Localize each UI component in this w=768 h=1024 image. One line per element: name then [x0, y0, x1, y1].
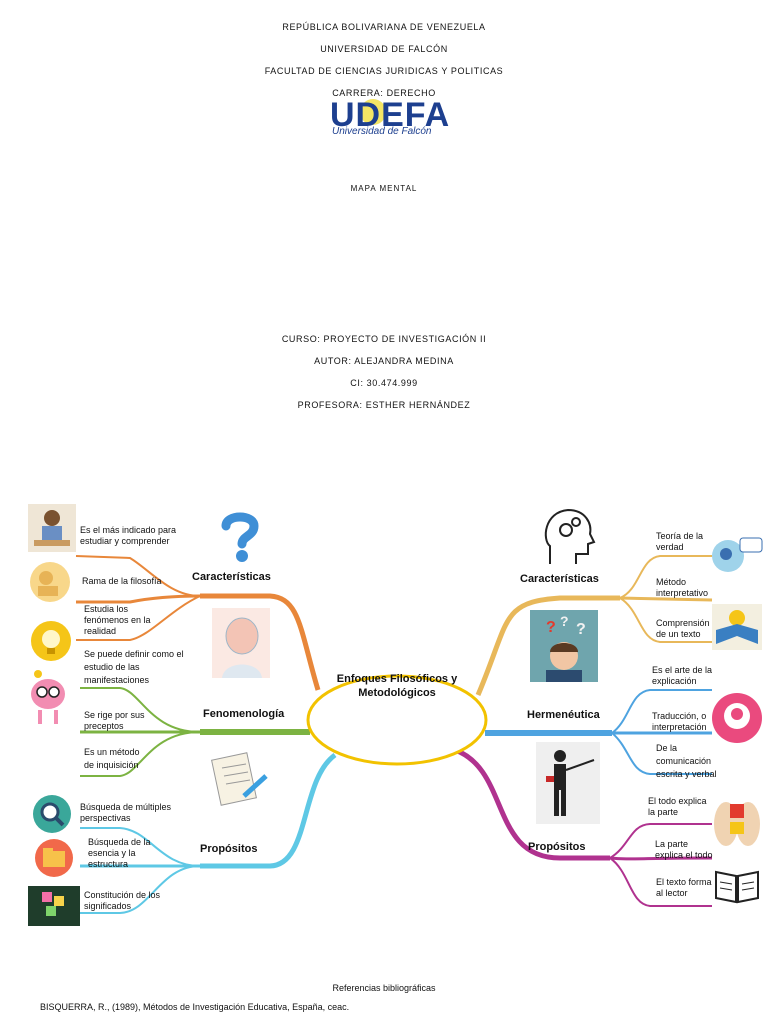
- magenta-main-branch: [454, 747, 610, 861]
- student-studying-icon: [28, 504, 76, 552]
- green-sub-1: [80, 687, 201, 733]
- references-title: Referencias bibliográficas: [332, 983, 436, 993]
- right-caract-item-1: Teoría de la verdad: [656, 531, 704, 552]
- left-fenomenologia-label: Fenomenología: [203, 708, 285, 720]
- thinking-head-icon: [212, 608, 270, 678]
- gold-main-branch: [475, 595, 620, 696]
- right-herm-item-1: Es el arte de la explicación: [652, 665, 713, 686]
- header-author: AUTOR: ALEJANDRA MEDINA: [314, 356, 454, 366]
- left-caract-item-3: Estudia los fenómenos en la realidad: [84, 604, 151, 636]
- orange-sub-main: [76, 594, 201, 604]
- right-caracteristicas-branches: [475, 555, 713, 696]
- mind-map-branches: [75, 555, 713, 914]
- head-gears-icon: [544, 508, 596, 564]
- right-caract-item-2: Método interpretativo: [656, 577, 709, 598]
- orange-main-branch: [200, 593, 321, 691]
- left-propositos-label: Propósitos: [200, 843, 258, 855]
- svg-text:?: ?: [560, 613, 569, 629]
- lightblue-sub-1: [80, 827, 201, 867]
- left-fenom-item-1: Se puede definir como el estudio de las …: [84, 649, 184, 685]
- lightblue-sub-3: [80, 865, 201, 914]
- paper-pen-icon: [211, 752, 268, 806]
- open-book-icon: [715, 870, 759, 904]
- left-prop-item-2: Búsqueda de la esencia y la estructura: [88, 837, 151, 869]
- left-fenomenologia-branches: [80, 687, 310, 777]
- head-with-notes-icon: [28, 886, 80, 926]
- center-ellipse: [306, 674, 488, 766]
- left-fenom-item-2: Se rige por sus preceptos: [84, 710, 145, 731]
- presenter-icon: [536, 742, 600, 824]
- green-sub-3: [80, 731, 201, 777]
- magenta-sub-3: [609, 857, 712, 907]
- right-hermeneutica-branches: [485, 689, 712, 775]
- orange-sub-1: [75, 555, 201, 597]
- left-caract-item-2: Rama de la filosofía: [82, 576, 162, 586]
- logo-sub-text: Universidad de Falcón: [332, 126, 432, 137]
- right-caract-item-3: Comprensión de un texto: [656, 618, 710, 639]
- center-topic: Enfoques Filosóficos y Metodológicos: [336, 673, 458, 699]
- brain-character-icon: [31, 670, 65, 724]
- confused-person-icon: ? ? ?: [530, 610, 598, 682]
- magnifier-icon: [33, 795, 71, 833]
- head-speech-icon: [712, 537, 763, 572]
- header-teacher: PROFESORA: ESTHER HERNÁNDEZ: [297, 400, 471, 410]
- gold-sub-3: [619, 597, 712, 643]
- folder-icon: [35, 839, 73, 877]
- right-hermeneutica-label: Hermenéutica: [527, 709, 600, 721]
- right-caracteristicas-label: Características: [520, 573, 599, 585]
- document-type: MAPA MENTAL: [350, 184, 418, 193]
- right-herm-item-2: Traducción, o interpretación: [652, 711, 707, 732]
- philosopher-icon: [30, 562, 70, 602]
- svg-text:?: ?: [576, 621, 586, 638]
- header-university: UNIVERSIDAD DE FALCÓN: [320, 44, 448, 54]
- lightbulb-hand-icon: [712, 693, 762, 743]
- magenta-sub-2: [609, 856, 713, 861]
- gold-sub-1: [619, 555, 712, 599]
- header-career: CARRERA: DERECHO: [332, 88, 436, 98]
- reference-entry-1: BISQUERRA, R., (1989), Métodos de Invest…: [40, 1002, 350, 1012]
- lightbulb-icon: [31, 621, 71, 661]
- gold-sub-2: [619, 596, 713, 602]
- left-prop-item-3: Constitución de los significados: [84, 890, 161, 911]
- udefa-logo: UDEFA Universidad de Falcón: [330, 96, 470, 142]
- logo-sun-circle: [360, 99, 386, 125]
- header-faculty: FACULTAD DE CIENCIAS JURIDICAS Y POLITIC…: [264, 66, 504, 76]
- mind-map: Enfoques Filosóficos y Metodológicos Car…: [0, 480, 768, 940]
- question-mark-character-icon: [221, 512, 259, 562]
- left-prop-item-1: Búsqueda de múltiples perspectivas: [80, 802, 172, 823]
- left-caract-item-1: Es el más indicado para estudiar y compr…: [80, 525, 177, 546]
- right-herm-item-3: De la comunicación escrita y verbal: [656, 743, 717, 779]
- left-caracteristicas-label: Características: [192, 571, 271, 583]
- orange-sub-3: [76, 595, 201, 641]
- logo-main-text: UDEFA: [330, 96, 451, 134]
- left-fenom-item-3: Es un método de inquisición: [84, 747, 140, 770]
- blue-sub-3: [611, 732, 712, 775]
- blue-sub-1: [611, 689, 712, 734]
- right-prop-item-1: El todo explica la parte: [648, 796, 707, 817]
- right-prop-item-2: La parte explica el todo: [655, 839, 713, 860]
- open-book-lightbulb-icon: [712, 604, 762, 650]
- right-propositos-branches: [454, 747, 713, 907]
- header-course: CURSO: PROYECTO DE INVESTIGACIÓN II: [281, 334, 487, 344]
- left-caracteristicas-branches: [75, 555, 321, 691]
- header-republic: REPÚBLICA BOLIVARIANA DE VENEZUELA: [282, 22, 486, 32]
- header-id: CI: 30.474.999: [350, 378, 418, 388]
- magenta-sub-1: [609, 823, 712, 859]
- right-prop-item-3: El texto forma al lector: [656, 877, 712, 898]
- right-propositos-label: Propósitos: [528, 841, 586, 853]
- svg-text:?: ?: [546, 619, 556, 636]
- puzzle-heads-icon: [714, 802, 760, 846]
- lightblue-main-branch: [200, 752, 337, 869]
- left-propositos-branches: [80, 752, 337, 914]
